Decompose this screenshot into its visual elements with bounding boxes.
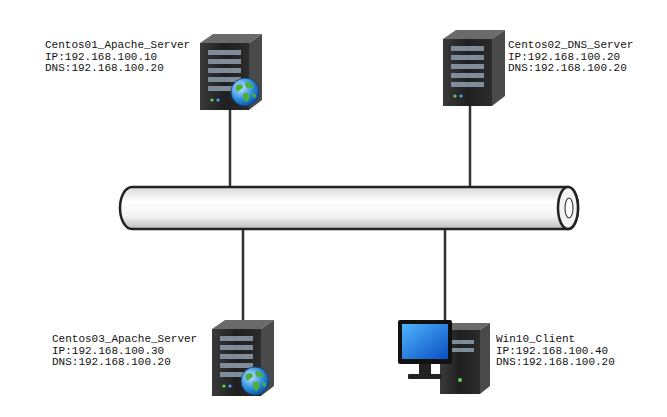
device-label: Win10_ClientIP:192.168.100.40DNS:192.168… [496,334,615,369]
address-text: DNS:192.168.100.20 [45,63,190,75]
address-text: IP:192.168.100.40 [496,346,615,358]
device-label: Centos01_Apache_ServerIP:192.168.100.10D… [45,40,190,75]
address-text: IP:192.168.100.10 [45,52,190,64]
server-icon [200,34,262,110]
address-text: IP:192.168.100.30 [52,346,197,358]
address-text: DNS:192.168.100.20 [496,357,615,369]
address-text: DNS:192.168.100.20 [52,357,197,369]
network-bus [120,187,578,229]
server-icon [443,30,505,106]
device-label: Centos03_Apache_ServerIP:192.168.100.30D… [52,334,197,369]
server-icon [212,320,274,396]
host-name: Centos03_Apache_Server [52,334,197,346]
address-text: DNS:192.168.100.20 [508,63,633,75]
pc-icon [398,320,490,394]
device-label: Centos02_DNS_ServerIP:192.168.100.20DNS:… [508,40,633,75]
host-name: Win10_Client [496,334,615,346]
host-name: Centos01_Apache_Server [45,40,190,52]
host-name: Centos02_DNS_Server [508,40,633,52]
address-text: IP:192.168.100.20 [508,52,633,64]
